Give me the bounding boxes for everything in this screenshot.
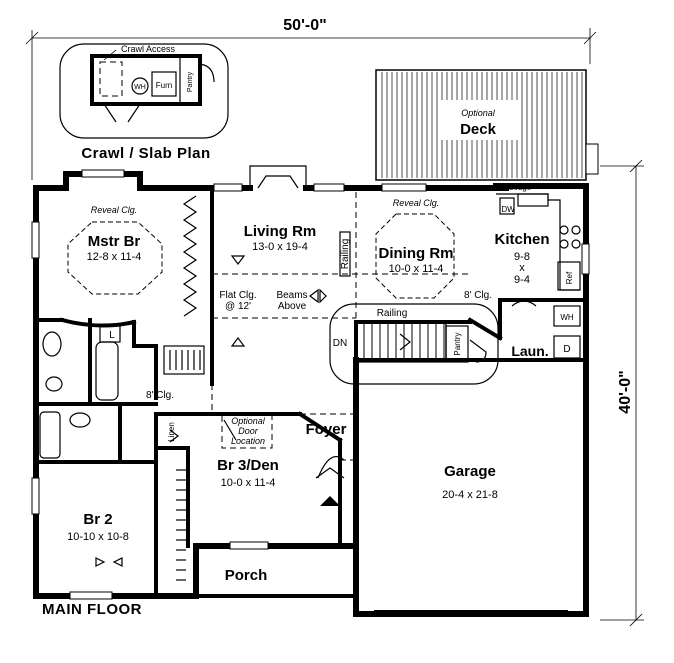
living-railing: Railing [339,231,351,277]
foyer-name: Foyer [306,421,347,438]
br3-name: Br 3/Den [217,457,279,474]
deck-label-deck: Deck [460,121,497,138]
depth-dimension: 40'-0" [600,159,644,627]
br2-name: Br 2 [83,511,112,528]
deck-label-optional: Optional [461,108,496,118]
eight-clg-left: 8' Clg. [146,390,174,401]
stair-railing-label: Railing [377,308,408,319]
living-dims: 13-0 x 19-4 [252,241,308,253]
garage-dims: 20-4 x 21-8 [442,489,498,501]
crawl-wh-label: WH [134,84,146,91]
mstr-br-dims: 12-8 x 11-4 [87,251,142,263]
linen-label: Linen [167,422,176,442]
porch-name: Porch [225,567,268,584]
kitchen-dims-a: 9-8 [514,251,530,263]
opt-door-line1: Optional [231,416,266,426]
bath-fixtures: L [39,325,121,459]
ref-label: Ref [565,271,574,284]
mstr-br-note: Reveal Clg. [91,205,138,215]
br2-dims: 10-10 x 10-8 [67,531,129,543]
opt-door-line2: Door [238,426,259,436]
living-railing-label: Railing [340,239,351,270]
dw-label: DW [501,205,515,214]
kitchen-fixtures: Ledge DW Ref WH D [496,183,581,359]
laundry-name: Laun. [511,343,548,359]
optional-deck: Optional Deck [375,69,599,181]
doors [95,255,537,567]
kitchen-dims-b: 9-4 [514,274,530,286]
garage-name: Garage [444,463,496,480]
flat-clg-line2: @ 12' [225,301,251,312]
kitchen-dims-x: x [519,262,525,274]
reveal-ceilings [67,213,455,299]
crawl-pantry-label: Pantry [187,71,194,92]
eight-clg-right: 8' Clg. [464,290,492,301]
laundry-wh-label: WH [560,313,574,322]
dining-name: Dining Rm [379,245,454,262]
dining-dims: 10-0 x 11-4 [389,263,444,275]
depth-label: 40'-0" [617,370,634,413]
deck-boards [381,72,583,178]
dining-note: Reveal Clg. [393,198,440,208]
stair-pantry-label: Pantry [453,332,462,355]
width-dimension: 50'-0" [25,17,597,180]
living-name: Living Rm [244,223,317,240]
beams-line1: Beams [276,290,307,301]
main-floor-title: MAIN FLOOR [42,601,142,618]
beams-line2: Above [278,301,307,312]
plan-notes: Flat Clg. @ 12' Beams Above 8' Clg. 8' C… [146,290,492,449]
stairs: Pantry DN Railing [329,303,499,385]
crawl-furn-label: Furn [156,81,172,90]
crawl-slab-title: Crawl / Slab Plan [81,145,210,162]
flat-clg-line1: Flat Clg. [219,290,256,301]
br3-dims: 10-0 x 11-4 [221,477,276,489]
width-label: 50'-0" [283,17,326,34]
kitchen-name: Kitchen [494,231,549,248]
closet-shelving [163,195,205,581]
crawl-access-label: Crawl Access [121,44,176,54]
crawl-slab-inset: WH Furn Pantry Crawl Access Crawl / Slab… [59,43,229,162]
dryer-label: D [563,344,570,355]
linen-l-label: L [109,330,115,341]
windows [31,169,590,600]
mstr-br-name: Mstr Br [88,233,141,250]
ledge-label: Ledge [509,183,532,192]
dn-label: DN [333,338,347,349]
room-labels: Reveal Clg. Mstr Br 12-8 x 11-4 Living R… [67,198,549,584]
opt-door-line3: Location [231,436,265,446]
